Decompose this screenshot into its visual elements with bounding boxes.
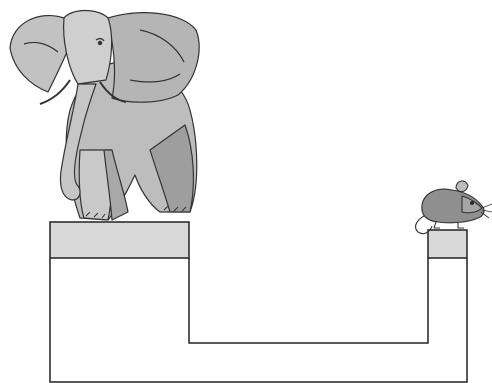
- elephant-icon: [9, 9, 200, 221]
- small-piston: [427, 229, 468, 259]
- mouse-icon: [415, 180, 492, 235]
- large-piston: [49, 221, 190, 259]
- fluid-container-outline: [49, 258, 468, 383]
